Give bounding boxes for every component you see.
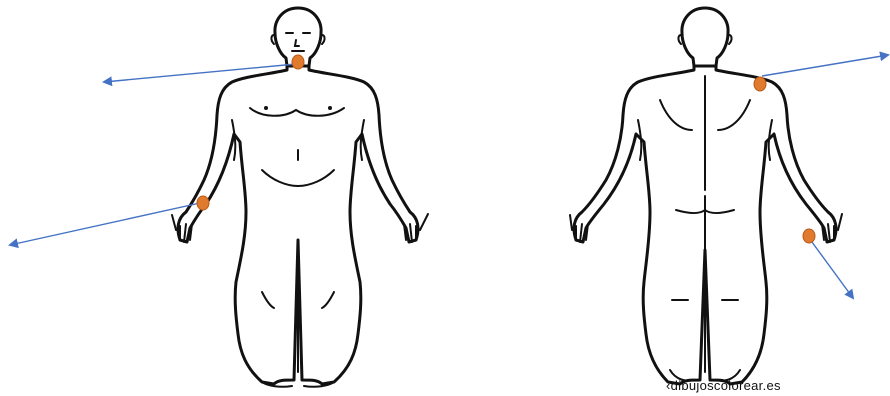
hand-arrow (809, 238, 853, 298)
shoulder-arrow (762, 55, 888, 76)
right-wrist-marker (197, 196, 209, 210)
neck-marker (292, 55, 304, 69)
watermark-text: dibujoscolorear.es (671, 378, 781, 393)
right-hand-marker (803, 229, 815, 243)
back-body-figure (570, 8, 842, 384)
wrist-arrow (10, 203, 200, 245)
left-shoulder-marker (754, 77, 766, 91)
site-watermark: ‹dibujoscolorear.es (666, 378, 781, 394)
